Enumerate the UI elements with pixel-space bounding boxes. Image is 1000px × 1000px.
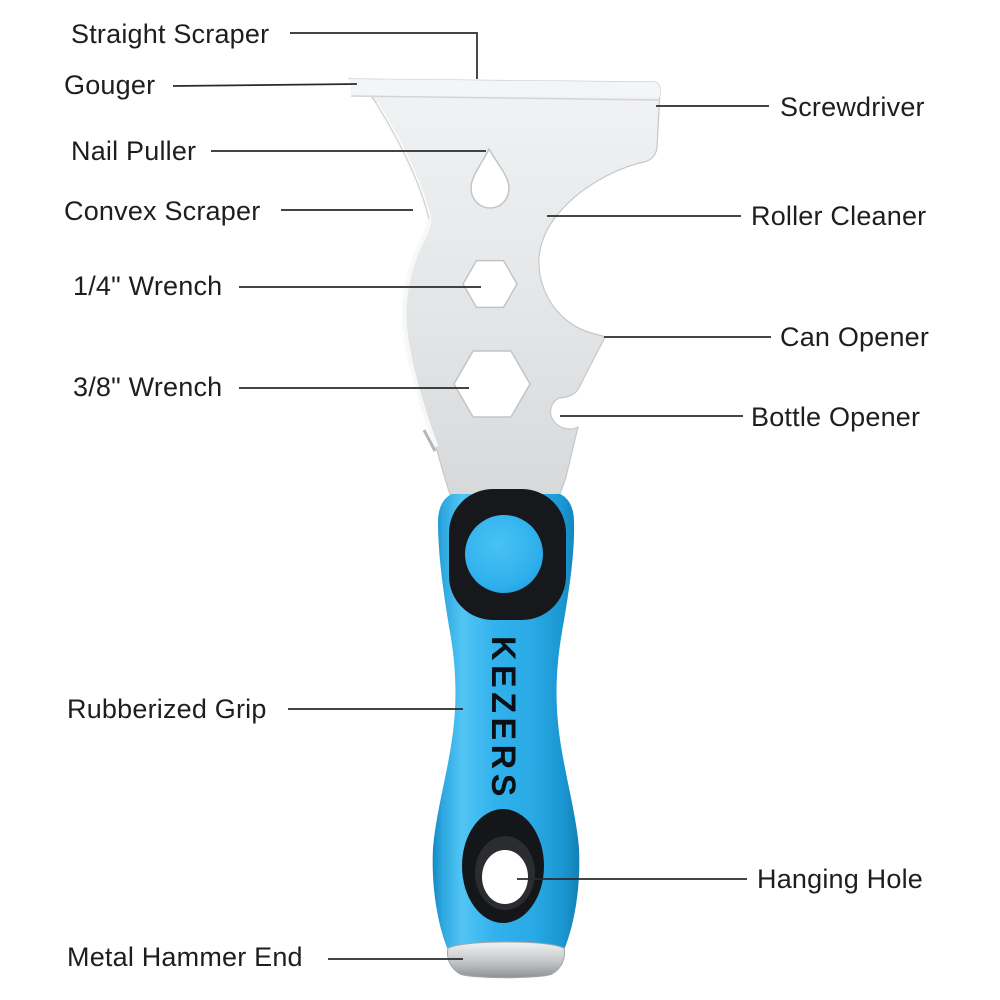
label-convex-scraper: Convex Scraper	[64, 196, 261, 226]
label-hanging-hole: Hanging Hole	[757, 864, 924, 894]
blade-top-bevel	[350, 79, 661, 97]
hammer-cap	[447, 941, 565, 979]
label-nail-puller: Nail Puller	[71, 136, 197, 166]
nail-puller-hole	[470, 147, 510, 209]
label-three-eighths-wrench: 3/8" Wrench	[73, 372, 223, 402]
label-rubberized-grip: Rubberized Grip	[67, 694, 267, 724]
grip-circle	[465, 515, 543, 593]
label-straight-scraper: Straight Scraper	[71, 19, 270, 49]
blade-head	[347, 78, 661, 504]
label-metal-hammer-end: Metal Hammer End	[67, 942, 303, 972]
brand-text: KEZERS	[484, 636, 522, 801]
label-can-opener: Can Opener	[780, 322, 930, 352]
quarter-wrench-hole	[462, 259, 518, 309]
label-gouger: Gouger	[64, 70, 156, 100]
label-quarter-wrench: 1/4" Wrench	[73, 271, 223, 301]
blade-slit-detail	[422, 429, 437, 452]
blade-left-edge-line	[375, 102, 430, 220]
label-screwdriver: Screwdriver	[780, 92, 925, 122]
hanging-hole-opening	[482, 850, 528, 904]
leader-straight-scraper	[290, 32, 478, 79]
blade-bevel-line	[350, 95, 661, 101]
leader-gouger	[172, 83, 358, 87]
leader-lines	[172, 32, 771, 960]
label-roller-cleaner: Roller Cleaner	[751, 201, 927, 231]
handle: KEZERS	[432, 489, 580, 979]
label-bottle-opener: Bottle Opener	[751, 402, 921, 432]
three-eighths-wrench-hole	[453, 350, 531, 418]
